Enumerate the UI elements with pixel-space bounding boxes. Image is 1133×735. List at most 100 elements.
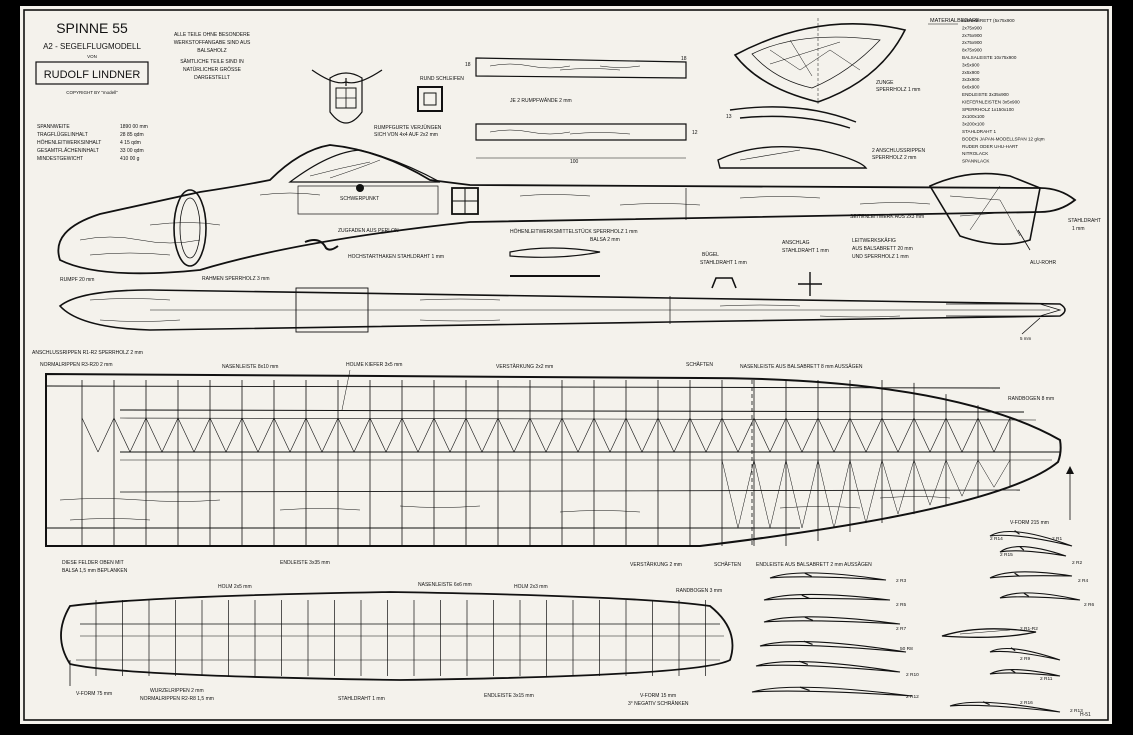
- label-alu-rohr: ALU-ROHR: [1030, 260, 1057, 266]
- wing-brace: [353, 417, 371, 453]
- label-verstaerkung-bottom: VERSTÄRKUNG 2 mm: [630, 561, 682, 568]
- label-v-form-stab-right: V-FORM 15 mm: [640, 693, 676, 699]
- stabilizer-plan: HOLM 2x5 mm NASENLEISTE 6x6 mm HOLM 2x3 …: [60, 582, 734, 707]
- wing-brace: [801, 417, 819, 453]
- label-diese-felder: BALSA 1,5 mm BEPLANKEN: [62, 568, 128, 574]
- label-normalrippen-stab: NORMALRIPPEN R2-R8 1,5 mm: [140, 696, 214, 702]
- label-schaften-top: SCHÄFTEN: [686, 361, 713, 368]
- wing-brace: [961, 417, 979, 453]
- rib-spar-notch: [803, 640, 813, 645]
- wing-brace: [945, 459, 963, 497]
- material-row: NITROLACK: [962, 151, 989, 156]
- wing-brace: [481, 417, 499, 453]
- rib-profile: [763, 616, 901, 625]
- note-line: BALSAHOLZ: [197, 48, 226, 54]
- spec-label: TRAGFLÜGELINHALT: [37, 131, 88, 138]
- wing-brace: [897, 459, 915, 515]
- material-row: BALSABRETT (5x75x900: [962, 18, 1015, 23]
- material-row: SPANNLACK: [962, 159, 990, 164]
- wing-brace: [609, 417, 627, 453]
- label-holm-stab: HOLM 2x5 mm: [218, 584, 252, 590]
- wing-brace: [401, 417, 419, 453]
- label-endleiste: ENDLEISTE 3x35 mm: [280, 560, 330, 566]
- label-nasenleiste-balsa: NASENLEISTE AUS BALSABRETT 8 mm AUSSÄGEN: [740, 363, 863, 370]
- wing-brace: [625, 417, 643, 453]
- label-wurzelrippen: WURZELRIPPEN 2 mm: [150, 688, 204, 694]
- wing-brace: [929, 417, 947, 453]
- label-leitwerkskaefig: UND SPERRHOLZ 1 mm: [852, 254, 909, 260]
- dim-12: 12: [692, 130, 698, 136]
- rib-label: 2 R6: [1084, 602, 1094, 608]
- wing-brace: [865, 459, 883, 524]
- wing-brace: [769, 417, 787, 453]
- label-leitwerkskaefig: LEITWERKSKÄFIG: [852, 237, 896, 244]
- rib-profile: [763, 593, 891, 601]
- material-row: 2x100x100: [962, 114, 985, 119]
- designer-name: RUDOLF LINDNER: [44, 69, 141, 81]
- material-row: KIEFERNLEISTEN 3x5x900: [962, 99, 1020, 104]
- wing-brace: [721, 417, 739, 453]
- label-v-form-stab-left: V-FORM 75 mm: [76, 691, 112, 697]
- rib-label: 2 R13: [1070, 708, 1083, 714]
- wing-brace: [881, 417, 899, 453]
- wing-brace: [881, 459, 899, 515]
- material-row: BALSALEISTE 10x75x900: [962, 55, 1017, 60]
- material-row: 2x75x900: [962, 25, 982, 30]
- rib-spar-notch: [1014, 572, 1020, 577]
- rib-spar-notch: [799, 686, 810, 691]
- wing-brace: [657, 417, 675, 453]
- rib-spar-notch: [1019, 546, 1025, 551]
- material-heading: MATERIALBEDARF: [930, 18, 980, 24]
- label-anschlussrippen: 2 ANSCHLUSSRIPPEN: [872, 148, 925, 154]
- wing-brace: [129, 417, 147, 453]
- wing-brace: [257, 417, 275, 453]
- wing-brace: [865, 417, 883, 453]
- spec-label: SPANNWEITE: [37, 124, 70, 130]
- spec-value: 33 00 qdm: [120, 148, 144, 154]
- wing-brace: [385, 417, 403, 453]
- wing-ribs: [81, 380, 1011, 546]
- material-row: BODEN JAPAN-MODELLSPAN 12 g/qm: [962, 136, 1045, 141]
- rib-profile: [755, 661, 901, 673]
- wing-brace: [689, 417, 707, 453]
- stabilizer-ribs: [95, 600, 706, 676]
- label-zunge: ZUNGE: [876, 80, 894, 86]
- rib-label: 2 R1-R2: [1020, 626, 1038, 632]
- main-wing-plan: ANSCHLUSSRIPPEN R1-R2 SPERRHOLZ 2 mm NOR…: [32, 350, 1074, 574]
- spec-label: MINDESTGEWICHT: [37, 156, 83, 162]
- wing-brace: [817, 417, 835, 453]
- label-randbogen-wing: RANDBOGEN 8 mm: [1008, 396, 1054, 402]
- wing-brace: [753, 417, 771, 453]
- fuselage-top-view: RUMPF 20 mm 5 mm: [58, 277, 1066, 341]
- wing-brace: [529, 417, 547, 453]
- material-row: 6x6x900: [962, 85, 980, 90]
- spec-value: 4 15 qdm: [120, 140, 141, 146]
- rib-label: 2 R11: [1040, 676, 1053, 682]
- dim-18-right: 18: [681, 56, 687, 62]
- material-row: 3x200x100: [962, 122, 985, 127]
- fuselage-front-view: [311, 69, 383, 124]
- label-schwerpunkt: SCHWERPUNKT: [340, 196, 379, 202]
- label-normalrippen: NORMALRIPPEN R3-R20 2 mm: [40, 362, 113, 368]
- material-row: 2x75x900: [962, 40, 982, 45]
- spec-label: GESAMTFLÄCHENINHALT: [37, 147, 99, 154]
- wing-brace: [321, 417, 339, 453]
- wing-brace: [913, 417, 931, 453]
- rib-label: 2 R16: [1020, 700, 1033, 706]
- rib-profile: [769, 572, 887, 581]
- wing-brace: [193, 417, 211, 453]
- wing-brace: [833, 417, 851, 453]
- wing-brace: [641, 417, 659, 453]
- label-zunge: SPERRHOLZ 1 mm: [876, 87, 920, 93]
- label-nasenleiste-stab: NASENLEISTE 6x6 mm: [418, 582, 472, 588]
- rib-profile: [989, 531, 1073, 547]
- rib-label: 50 R8: [900, 646, 913, 652]
- spec-value: 410 00 g: [120, 156, 140, 162]
- rib-spar-notch: [1023, 592, 1030, 597]
- note-line: SÄMTLICHE TEILE SIND IN: [180, 58, 244, 65]
- spec-label: HÖHENLEITWERKSINHALT: [37, 139, 101, 146]
- wing-brace: [673, 417, 691, 453]
- label-hoehenleitwerk: BALSA 2 mm: [590, 237, 620, 243]
- label-anschlag: STAHLDRAHT 1 mm: [782, 248, 829, 254]
- rib-spar-notch: [1010, 647, 1016, 652]
